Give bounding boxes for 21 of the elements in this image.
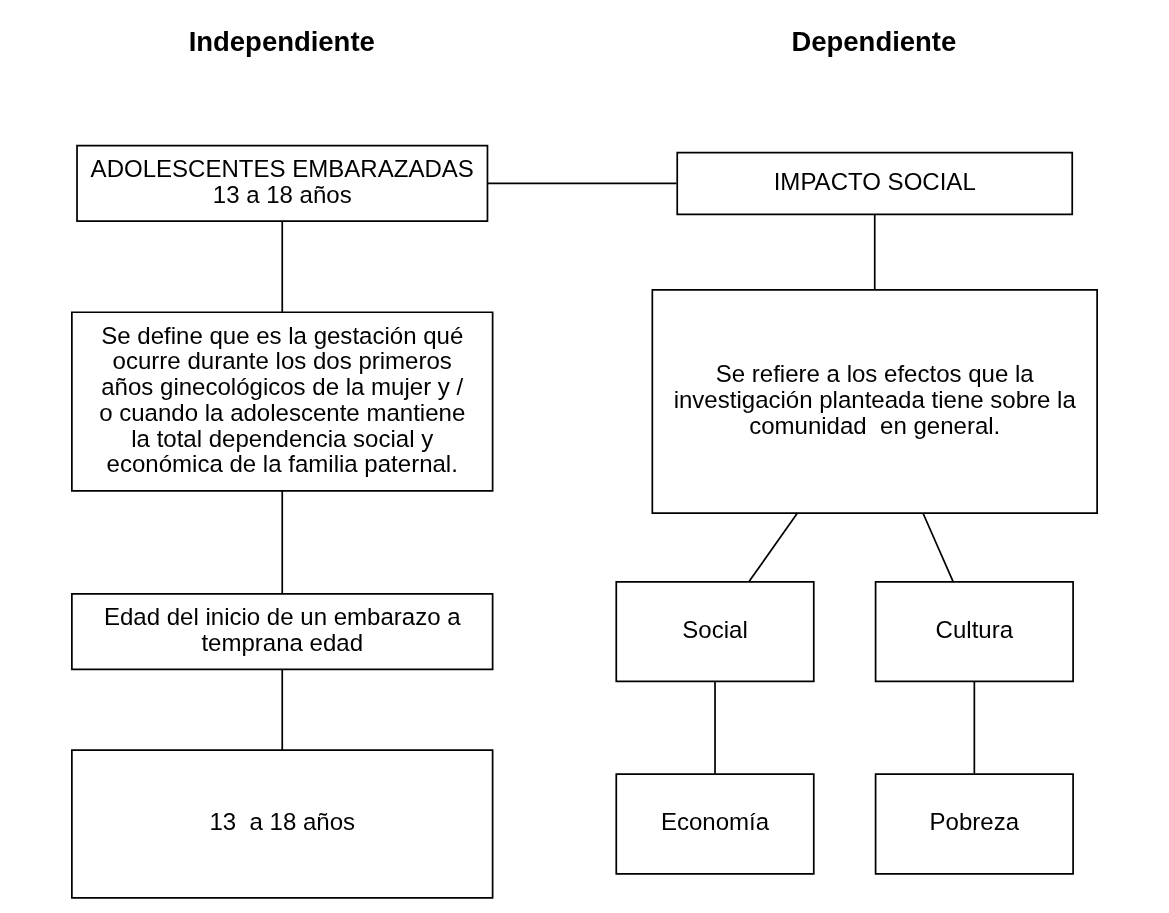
node-box: ADOLESCENTES EMBARAZADAS 13 a 18 años — [76, 144, 489, 223]
node-box: Social — [615, 581, 815, 683]
node-box: Economía — [615, 773, 815, 875]
connector — [922, 512, 954, 583]
node-box: Cultura — [874, 581, 1074, 683]
connector — [973, 680, 976, 775]
node-box: Pobreza — [874, 773, 1074, 875]
connector — [873, 213, 876, 291]
connector — [281, 220, 284, 314]
connector — [486, 182, 678, 185]
node-box: Edad del inicio de un embarazo a temprana edad — [71, 593, 494, 671]
node-box: Se refiere a los efectos que la investigación planteada tiene sobre la comunidad en general. — [651, 289, 1098, 515]
connector — [748, 512, 799, 583]
connector — [714, 680, 716, 775]
label: Independiente — [188, 25, 375, 57]
node-box: 13 a 18 años — [71, 749, 494, 899]
connector — [281, 668, 284, 751]
label: Dependiente — [791, 25, 957, 57]
node-box: IMPACTO SOCIAL — [676, 151, 1074, 216]
connector — [281, 490, 284, 595]
node-box: Se define que es la gestación qué ocurre durante los dos primeros años ginecológicos de la mujer y / o cuando la adolescente mantiene la total dependencia social y económica de la familia paternal. — [71, 311, 494, 492]
